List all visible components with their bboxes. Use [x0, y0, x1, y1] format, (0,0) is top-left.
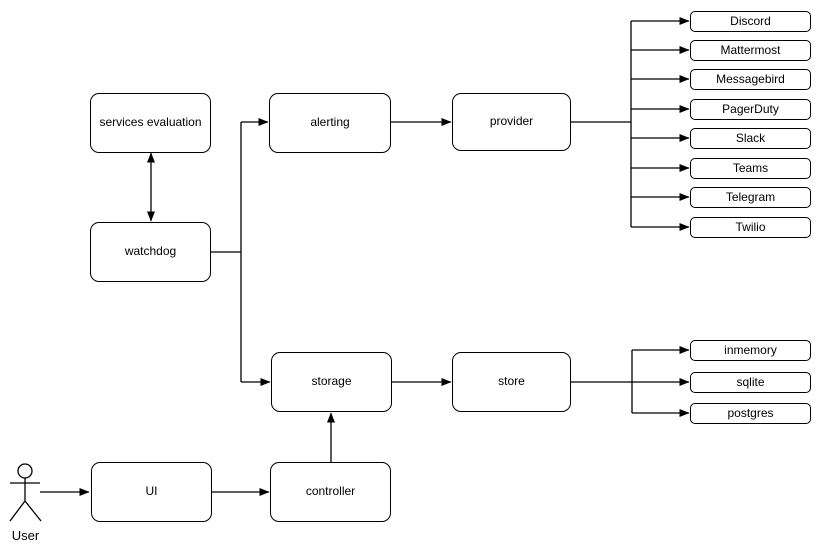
node-discord: Discord — [690, 11, 811, 32]
node-telegram: Telegram — [690, 187, 811, 208]
node-messagebird: Messagebird — [690, 69, 811, 90]
user-actor-label: User — [11, 528, 40, 543]
node-storage: storage — [271, 352, 392, 412]
node-controller: controller — [270, 462, 391, 522]
node-postgres: postgres — [690, 403, 811, 424]
node-pagerduty: PagerDuty — [690, 99, 811, 120]
node-store: store — [452, 352, 571, 412]
node-mattermost: Mattermost — [690, 40, 811, 61]
node-inmemory: inmemory — [690, 340, 811, 361]
user-actor-icon — [9, 463, 42, 522]
node-alerting: alerting — [269, 93, 391, 153]
node-watchdog: watchdog — [90, 222, 211, 282]
node-services-evaluation: services evaluation — [90, 93, 211, 153]
node-ui: UI — [91, 462, 212, 522]
node-slack: Slack — [690, 128, 811, 149]
node-provider: provider — [452, 93, 571, 151]
node-teams: Teams — [690, 158, 811, 179]
node-sqlite: sqlite — [690, 372, 811, 393]
node-twilio: Twilio — [690, 217, 811, 238]
